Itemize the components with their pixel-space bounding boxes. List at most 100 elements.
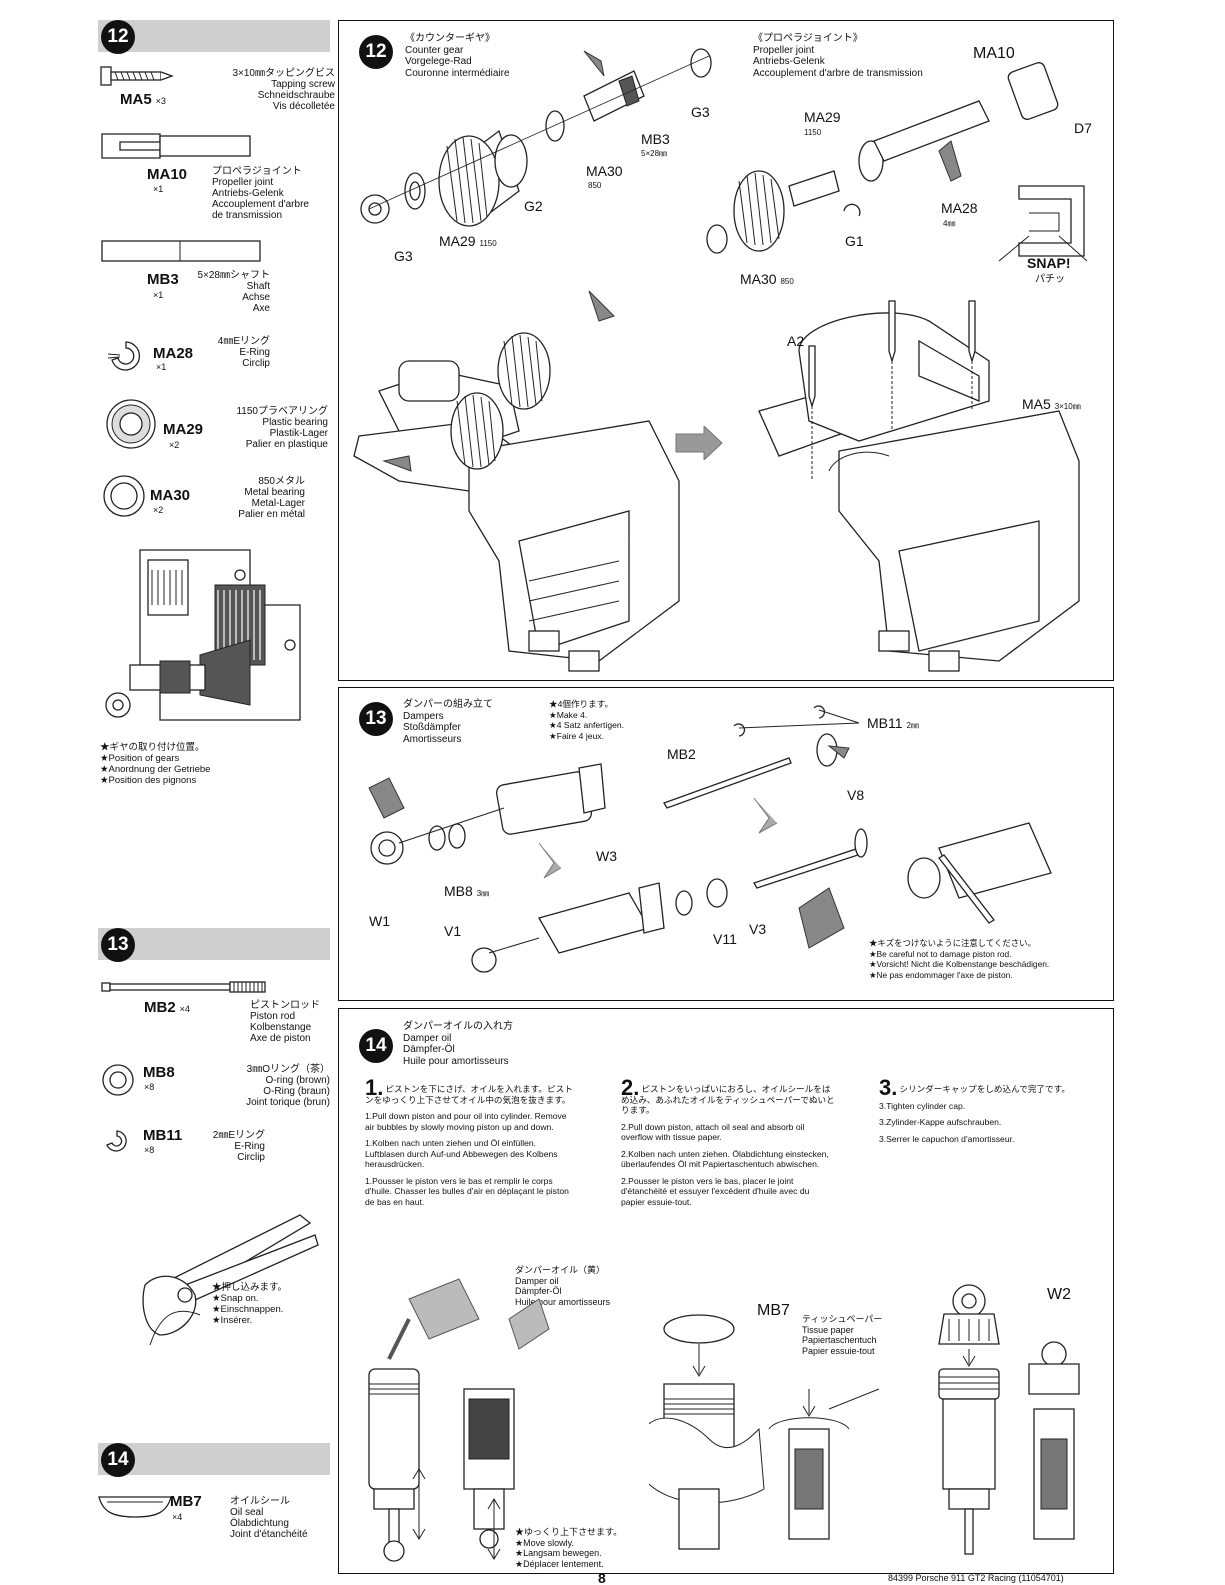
step12-counter-gear-title: 《カウンターギヤ》 Counter gear Vorgelege-Rad Cou… — [405, 33, 510, 79]
mb11-qty: ×8 — [144, 1145, 155, 1155]
step12-arrow-right-icon — [675, 426, 723, 460]
label-ma28: MA28 — [941, 200, 978, 216]
step13-badge: 13 — [101, 928, 135, 962]
mb8-code: MB8 — [143, 1064, 175, 1081]
step14-oil-seal-illustration — [649, 1314, 880, 1550]
ma30-bearing-icon — [103, 475, 145, 517]
document-reference: 84399 Porsche 911 GT2 Racing (11054701) — [888, 1573, 1064, 1583]
instruction-1: 1.ピストンを下にさげ、オイルを入れます。ピストンをゆっくり上下させてオイル中の… — [365, 1075, 573, 1207]
ma30-desc: 850メタル Metal bearing Metal-Lager Palier … — [238, 476, 305, 520]
step14-cylinder-cap-illustration — [938, 1284, 1080, 1555]
label-w2: W2 — [1047, 1286, 1071, 1303]
step14-parts-header — [98, 1443, 330, 1475]
label-ma28-size: 4㎜ — [943, 219, 956, 228]
mb7-desc: オイルシール Oil seal Ölabdichtung Joint d'éta… — [230, 1496, 308, 1540]
step12-badge: 12 — [101, 20, 135, 54]
snap-on-illustration — [142, 1214, 319, 1345]
ma28-code: MA28 — [153, 345, 194, 362]
label-mb11: MB11 2㎜ — [867, 715, 919, 731]
ma28-ering-icon — [107, 341, 141, 371]
label-ma30-size: 850 — [588, 181, 602, 190]
mb7-qty: ×4 — [172, 1512, 183, 1522]
mb2-piston-rod-icon — [101, 981, 266, 993]
ma28-qty: ×1 — [156, 362, 167, 372]
step12-propeller-joint-title: 《プロペラジョイント》 Propeller joint Antriebs-Gel… — [753, 33, 923, 79]
label-ma30: MA30 — [586, 163, 623, 179]
step12-counter-gear-exploded-view — [360, 48, 712, 227]
move-slowly-note: ★ゆっくり上下させます。 ★Move slowly. ★Langsam bewe… — [515, 1527, 623, 1569]
step13-parts-header — [98, 928, 330, 960]
label-mb3: MB3 — [641, 131, 670, 147]
label-snap-jp: パチッ — [1035, 274, 1065, 285]
mb11-code: MB11 — [143, 1127, 183, 1144]
step12-panel: 12 《カウンターギヤ》 Counter gear Vorgelege-Rad … — [338, 20, 1114, 681]
mb7-oil-seal-icon — [98, 1496, 172, 1518]
ma29-desc: 1150プラベアリング Plastic bearing Plastik-Lage… — [236, 406, 328, 450]
label-snap: SNAP! — [1027, 255, 1071, 271]
step13-make-note: ★4個作ります。 ★Make 4. ★4 Satz anfertigen. ★F… — [549, 699, 625, 741]
step13-title: ダンパーの組み立て Dampers Stoßdämpfer Amortisseu… — [403, 699, 493, 745]
mb7-code: MB7 — [170, 1493, 202, 1510]
ma5-screw-icon — [100, 66, 174, 86]
mb3-shaft-icon — [101, 240, 261, 262]
instruction-2: 2.ピストンをいっぱいにおろし、オイルシールをはめ込み、あふれたオイルをティッシ… — [621, 1075, 835, 1207]
mb3-code: MB3 — [147, 271, 179, 288]
step13-number: 13 — [359, 702, 393, 736]
step14-panel: 14 ダンパーオイルの入れ方 Damper oil Dämpfer-Öl Hui… — [338, 1008, 1114, 1574]
damper-oil-label: ダンパーオイル（黄） Damper oil Dämpfer-Öl Huile p… — [515, 1265, 611, 1307]
step13-caution-note: ★キズをつけないように注意してください。 ★Be careful not to … — [869, 938, 1050, 980]
label-v1: V1 — [444, 923, 462, 939]
ma5-desc: 3×10㎜タッピングビス Tapping screw Schneidschrau… — [232, 68, 335, 112]
gear-position-illustration — [105, 549, 301, 721]
label-g3-bottom: G3 — [394, 248, 413, 264]
ma29-qty: ×2 — [169, 440, 180, 450]
gear-position-note: ★ギヤの取り付け位置。 ★Position of gears ★Anordnun… — [100, 742, 211, 786]
label-a2: A2 — [787, 333, 805, 349]
label-g2: G2 — [524, 198, 543, 214]
label-ma5: MA5 3×10㎜ — [1022, 396, 1081, 412]
step12-gearbox-assembly-left — [353, 290, 680, 672]
mb2-desc: ピストンロッド Piston rod Kolbenstange Axe de p… — [250, 1000, 320, 1044]
label-g3-top: G3 — [691, 104, 710, 120]
mb3-qty: ×1 — [153, 290, 164, 300]
snap-on-note: ★押し込みます。 ★Snap on. ★Einschnappen. ★Insér… — [212, 1282, 288, 1326]
step14-number: 14 — [359, 1029, 393, 1063]
ma10-desc: プロペラジョイント Propeller joint Antriebs-Gelen… — [212, 166, 309, 221]
tissue-paper-label: ティッシュペーパー Tissue paper Papiertaschentuch… — [802, 1314, 883, 1356]
label-mb2: MB2 — [667, 746, 696, 762]
step12-number: 12 — [359, 35, 393, 69]
ma10-code: MA10 — [147, 166, 188, 183]
page-number: 8 — [598, 1570, 606, 1585]
ma30-qty: ×2 — [153, 505, 164, 515]
label-ma29: MA29 1150 — [439, 233, 497, 249]
ma28-desc: 4㎜Eリング E-Ring Circlip — [217, 336, 270, 369]
step14-badge: 14 — [101, 1443, 135, 1477]
label-ma29-right: MA29 — [804, 109, 841, 125]
label-ma30-right: MA30 850 — [740, 271, 794, 287]
label-g1: G1 — [845, 233, 864, 249]
mb11-ering-icon — [106, 1130, 127, 1152]
label-v3: V3 — [749, 921, 767, 937]
ma29-bearing-icon — [106, 399, 156, 449]
step12-parts-header — [98, 20, 330, 52]
ma30-code: MA30 — [150, 487, 191, 504]
step12-gearbox-assembly-right — [758, 300, 1080, 672]
mb8-desc: 3㎜Oリング（茶） O-ring (brown) O-Ring (braun) … — [246, 1064, 330, 1108]
instruction-3: 3.シリンダーキャップをしめ込んで完了です。 3.Tighten cylinde… — [879, 1075, 1070, 1144]
mb2-code: MB2×4 — [144, 999, 190, 1016]
label-mb7: MB7 — [757, 1302, 790, 1319]
label-v11: V11 — [713, 931, 737, 947]
ma10-propeller-joint-icon — [101, 133, 251, 159]
ma5-code: MA5×3 — [120, 91, 166, 108]
step14-title: ダンパーオイルの入れ方 Damper oil Dämpfer-Öl Huile … — [403, 1021, 513, 1067]
label-ma10: MA10 — [973, 45, 1015, 62]
label-mb8: MB8 3㎜ — [444, 883, 490, 899]
step14-fill-oil-illustration — [368, 1278, 550, 1562]
label-ma29-right-size: 1150 — [804, 128, 822, 137]
label-v8: V8 — [847, 787, 865, 803]
label-d7: D7 — [1074, 120, 1092, 136]
step13-damper-exploded-view — [368, 705, 1052, 973]
mb11-desc: 2㎜Eリング E-Ring Circlip — [212, 1130, 265, 1163]
ma29-code: MA29 — [163, 421, 204, 438]
step12-propeller-joint-exploded-view — [706, 62, 1088, 262]
